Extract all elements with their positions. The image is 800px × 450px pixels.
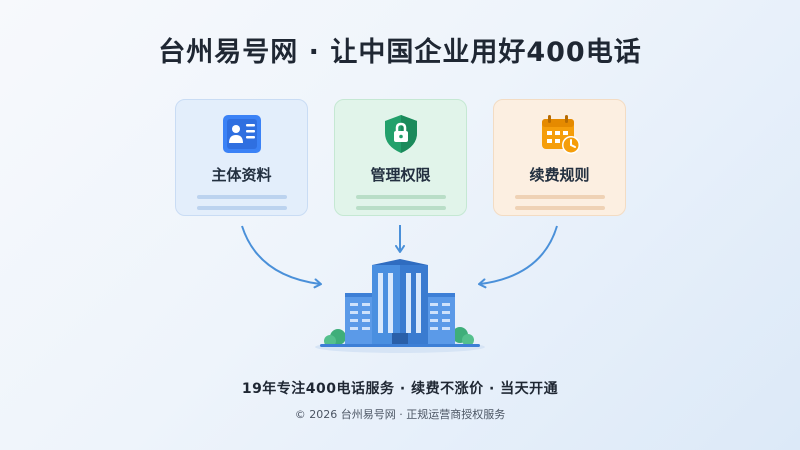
card-renewal-rules[interactable]: 续费规则	[493, 99, 626, 216]
card-line	[514, 206, 605, 210]
arrow-right	[478, 225, 558, 289]
card-label: 管理权限	[370, 166, 431, 184]
card-line	[196, 206, 287, 210]
id-card-icon	[222, 115, 261, 153]
card-subject-info[interactable]: 主体资料	[175, 99, 308, 216]
footer-copyright: © 2026 台州易号网 · 正规运营商授权服务	[294, 408, 506, 421]
card-label: 续费规则	[529, 166, 590, 184]
shield-lock-icon	[384, 115, 417, 153]
card-line	[355, 195, 446, 199]
office-building-illustration	[315, 259, 485, 353]
card-line	[514, 195, 605, 199]
calendar-clock-icon	[541, 115, 580, 154]
card-line	[355, 206, 446, 210]
page-title: 台州易号网 · 让中国企业用好400电话	[158, 37, 642, 68]
footer-slogan: 19年专注400电话服务 · 续费不涨价 · 当天开通	[241, 381, 559, 397]
card-management-permissions[interactable]: 管理权限	[334, 99, 467, 216]
arrow-left	[241, 225, 322, 289]
card-line	[196, 195, 287, 199]
card-label: 主体资料	[211, 166, 272, 184]
